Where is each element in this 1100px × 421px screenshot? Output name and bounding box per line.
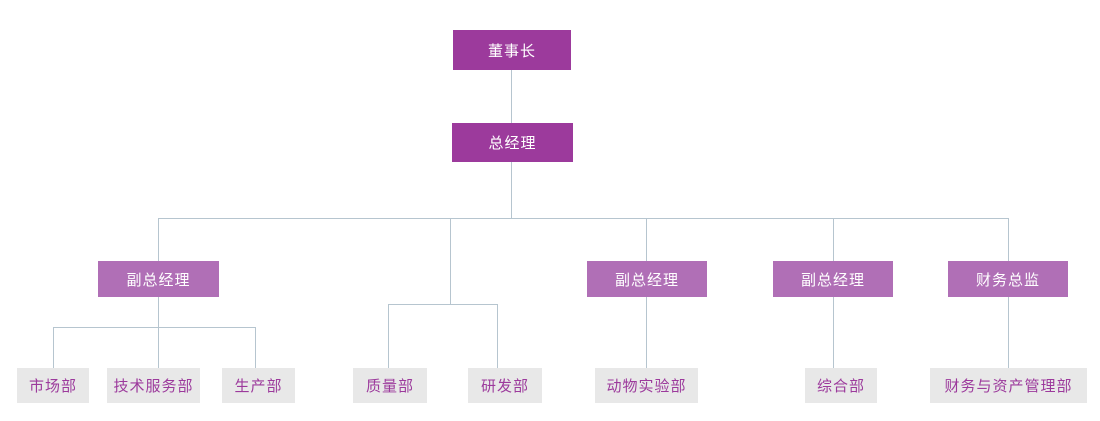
connector-drop-market xyxy=(53,327,54,368)
node-dept-animal-lab-label: 动物实验部 xyxy=(606,378,687,395)
connector-vgm3-general xyxy=(833,297,834,368)
node-dept-tech-service-label: 技术服务部 xyxy=(113,378,194,395)
connector-drop-vgm3 xyxy=(833,218,834,261)
node-finance-director-label: 财务总监 xyxy=(975,271,1040,289)
node-dept-general-label: 综合部 xyxy=(816,378,865,395)
connector-drop-techservice xyxy=(158,327,159,368)
node-dept-quality: 质量部 xyxy=(353,368,427,403)
connector-vgm1-split xyxy=(158,297,159,327)
connector-mid-horizontal xyxy=(388,304,498,305)
node-dept-rd: 研发部 xyxy=(468,368,542,403)
connector-drop-rd xyxy=(497,304,498,368)
node-deputy-gm-1-label: 副总经理 xyxy=(126,271,191,289)
node-dept-market-label: 市场部 xyxy=(28,378,77,395)
node-dept-production-label: 生产部 xyxy=(234,378,283,395)
node-chairman-label: 董事长 xyxy=(487,42,536,60)
node-dept-quality-label: 质量部 xyxy=(365,378,414,395)
connector-vgm1-horizontal xyxy=(53,327,256,328)
node-dept-finance-assets: 财务与资产管理部 xyxy=(930,368,1087,403)
connector-drop-production xyxy=(255,327,256,368)
node-dept-animal-lab: 动物实验部 xyxy=(595,368,698,403)
node-dept-general: 综合部 xyxy=(805,368,877,403)
connector-drop-cfo xyxy=(1008,218,1009,261)
node-dept-tech-service: 技术服务部 xyxy=(107,368,200,403)
node-dept-production: 生产部 xyxy=(222,368,295,403)
node-deputy-gm-3: 副总经理 xyxy=(773,261,893,297)
node-dept-rd-label: 研发部 xyxy=(480,378,529,395)
node-deputy-gm-1: 副总经理 xyxy=(98,261,219,297)
node-deputy-gm-3-label: 副总经理 xyxy=(800,271,865,289)
node-deputy-gm-2: 副总经理 xyxy=(587,261,707,297)
connector-chairman-gm xyxy=(511,70,512,123)
node-dept-finance-assets-label: 财务与资产管理部 xyxy=(944,378,1073,395)
node-chairman: 董事长 xyxy=(453,30,571,70)
node-deputy-gm-2-label: 副总经理 xyxy=(614,271,679,289)
node-general-manager-label: 总经理 xyxy=(488,135,537,152)
connector-drop-midbranch xyxy=(450,218,451,304)
connector-cfo-finance xyxy=(1008,297,1009,368)
node-dept-market: 市场部 xyxy=(17,368,89,403)
connector-drop-vgm1 xyxy=(158,218,159,261)
connector-gm-mainline xyxy=(511,162,512,218)
connector-drop-vgm2 xyxy=(646,218,647,261)
node-general-manager: 总经理 xyxy=(452,123,573,162)
node-finance-director: 财务总监 xyxy=(948,261,1068,297)
connector-vgm2-animallab xyxy=(646,297,647,368)
connector-drop-quality xyxy=(388,304,389,368)
connector-main-horizontal xyxy=(158,218,1009,219)
